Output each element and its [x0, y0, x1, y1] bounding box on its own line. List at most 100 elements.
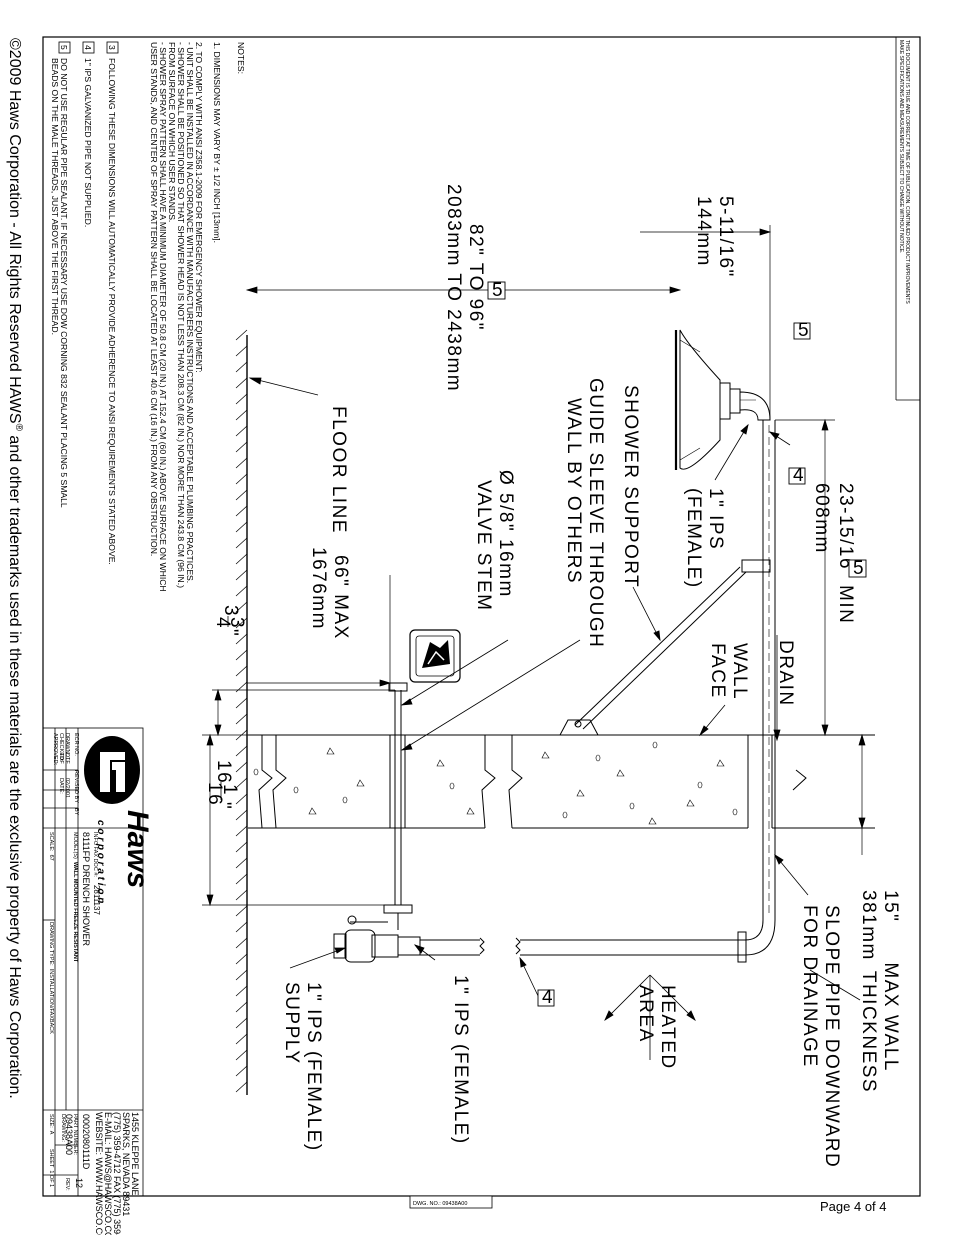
- brand-sub: c o r p o r a t i o n: [95, 820, 106, 903]
- svg-text:FROM SURFACE ON WHICH USER STA: FROM SURFACE ON WHICH USER STANDS.: [167, 42, 177, 222]
- dim-reach: 23-15/16" MIN 608mm: [811, 483, 856, 624]
- svg-text:DRAWING:: DRAWING:: [60, 1114, 66, 1142]
- svg-text:12: 12: [74, 1178, 84, 1188]
- dim-reach-note: 5: [848, 558, 867, 579]
- size-sheet: SIZE:A SHEET1 OF 1: [48, 1114, 54, 1187]
- svg-text:": ": [213, 802, 234, 810]
- title-block: [42, 727, 144, 1197]
- svg-text:8111FP DRENCH SHOWER: 8111FP DRENCH SHOWER: [81, 832, 91, 947]
- svg-text:INFO FAX DOC #:2811137: INFO FAX DOC #:2811137: [92, 832, 101, 915]
- svg-text:SPARKS, NEVADA 89431: SPARKS, NEVADA 89431: [121, 1112, 131, 1216]
- dimension-lines: [202, 225, 870, 907]
- svg-text:MODEL(S)WALL MOUNTED FREEZE RE: MODEL(S)WALL MOUNTED FREEZE RESISTANT: [72, 832, 78, 963]
- svg-text:HEATED: HEATED: [657, 985, 678, 1070]
- svg-text:WALL BY OTHERS: WALL BY OTHERS: [563, 398, 584, 584]
- svg-text:16: 16: [213, 760, 234, 784]
- svg-text:1. DIMENSIONS MAY VARY BY ± 1: 1. DIMENSIONS MAY VARY BY ± 1/2 INCH [13…: [212, 42, 222, 243]
- svg-text:FOLLOWING THESE DIMENSIONS WIL: FOLLOWING THESE DIMENSIONS WILL AUTOMATI…: [107, 58, 117, 565]
- disclaimer: THIS DOCUMENT IS TRUE AND CORRECT AT TIM…: [898, 40, 910, 304]
- haws-logo: [84, 736, 140, 804]
- svg-text:5: 5: [492, 280, 504, 301]
- svg-text:0002080111D: 0002080111D: [81, 1114, 91, 1170]
- svg-text:THIS DOCUMENT IS TRUE AND CORR: THIS DOCUMENT IS TRUE AND CORRECT AT TIM…: [904, 40, 910, 304]
- svg-text:4: 4: [83, 45, 93, 50]
- svg-text:23-15/16" MIN: 23-15/16" MIN: [835, 483, 856, 624]
- label-guide-sleeve: GUIDE SLEEVE THROUGH WALL BY OTHERS: [563, 378, 606, 648]
- svg-text:BEADS ON THE MALE THREADS, JUS: BEADS ON THE MALE THREADS, JUST ABOVE TH…: [50, 58, 60, 335]
- svg-text:DRAWN:: DRAWN:: [64, 733, 70, 756]
- svg-text:381mmTHICKNESS: 381mmTHICKNESS: [858, 890, 879, 1093]
- label-shower-support: SHOWER SUPPORT: [620, 385, 641, 588]
- svg-text:Haws: Haws: [121, 810, 154, 888]
- svg-text:3: 3: [226, 617, 247, 629]
- svg-text:©2009 Haws Corporation - All R: ©2009 Haws Corporation - All Rights Rese…: [6, 38, 24, 1099]
- notes-block: NOTES: 1. DIMENSIONS MAY VARY BY ± 1/2 I…: [50, 41, 246, 592]
- part-number: PART NUMBER: 0002080111D: [72, 1114, 91, 1170]
- leader-lines: [248, 377, 861, 1060]
- svg-text:16: 16: [204, 782, 225, 806]
- svg-text:NOTES:: NOTES:: [236, 42, 246, 74]
- svg-text:SIZE:A: SIZE:A: [48, 1114, 54, 1135]
- svg-text:SHOWER SUPPORT: SHOWER SUPPORT: [620, 385, 641, 588]
- svg-text:5-11/16": 5-11/16": [715, 196, 736, 278]
- dim-wall-thickness: 15"MAX WALL 381mmTHICKNESS: [858, 890, 901, 1093]
- svg-text:CHECKED:: CHECKED:: [58, 733, 64, 762]
- svg-text:- SHOWER SHALL BE POSITIONED S: - SHOWER SHALL BE POSITIONED SO THAT SHO…: [176, 42, 186, 588]
- svg-text:09438A00: 09438A00: [64, 1114, 74, 1155]
- svg-text:4: 4: [212, 617, 233, 629]
- svg-text:(775) 359-4712 FAX (775) 359: (775) 359-4712 FAX (775) 359-7424: [112, 1112, 122, 1235]
- wall-section: [248, 734, 875, 829]
- label-slope-pipe: SLOPE PIPE DOWNWARD FOR DRAINAGE: [799, 905, 842, 1168]
- dim-height-note: 5: [487, 280, 506, 301]
- svg-text:66" MAX: 66" MAX: [330, 555, 351, 640]
- svg-text:SHEET1 OF 1: SHEET1 OF 1: [48, 1149, 54, 1187]
- svg-text:SCALE:67: SCALE:67: [48, 832, 54, 861]
- svg-text:VALVE STEM: VALVE STEM: [473, 480, 494, 612]
- svg-text:E-MAIL: HAWS@HAWSCO.COM: E-MAIL: HAWS@HAWSCO.COM: [103, 1112, 113, 1235]
- svg-text:DWG. NO.: 09438A00: DWG. NO.: 09438A00: [413, 1201, 467, 1207]
- model-info: MODEL(S)WALL MOUNTED FREEZE RESISTANT 81…: [72, 832, 101, 963]
- scale-info: SCALE:67 DRAWING TYPE:INSTALLATION/FAXBA…: [48, 832, 54, 1034]
- svg-text:": ": [220, 629, 241, 637]
- svg-text:DRAIN: DRAIN: [775, 640, 796, 707]
- copyright-line: ©2009 Haws Corporation - All Rights Rese…: [6, 38, 24, 1099]
- label-ips-supply: 1" IPS (FEMALE) SUPPLY: [281, 982, 324, 1152]
- brand-name: Haws: [121, 810, 154, 888]
- shower-head: [674, 329, 771, 470]
- svg-text:WALL: WALL: [729, 643, 750, 700]
- svg-text:1455 KLEPPE LANE: 1455 KLEPPE LANE: [130, 1112, 140, 1196]
- svg-text:3: 3: [220, 605, 241, 617]
- svg-text:1: 1: [219, 784, 240, 796]
- svg-text:82" TO 96": 82" TO 96": [465, 224, 486, 331]
- svg-text:3: 3: [107, 45, 117, 50]
- svg-text:SUPPLY: SUPPLY: [281, 982, 302, 1065]
- svg-text:DTF: DTF: [64, 753, 70, 764]
- svg-text:FOR DRAINAGE: FOR DRAINAGE: [799, 905, 820, 1068]
- page-label: Page 4 of 4: [820, 1199, 887, 1214]
- svg-text:144mm: 144mm: [693, 196, 714, 267]
- svg-text:SLOPE PIPE DOWNWARD: SLOPE PIPE DOWNWARD: [821, 905, 842, 1168]
- rev-number: REV: 12: [64, 1178, 84, 1191]
- valve-stem: [333, 682, 421, 963]
- svg-text:USER STANDS, AND CENTER OF SPR: USER STANDS, AND CENTER OF SPRAY PATTERN…: [149, 42, 159, 556]
- svg-text:ECR NO.: ECR NO.: [73, 733, 79, 756]
- svg-text:02/2001: 02/2001: [64, 778, 70, 798]
- svg-text:FLOOR LINE: FLOOR LINE: [328, 406, 349, 534]
- svg-text:2083mm TO 2438mm: 2083mm TO 2438mm: [443, 184, 464, 392]
- dim-valve-height: 66" MAX 1676mm: [308, 547, 351, 640]
- valve-tag-icon: [409, 629, 461, 683]
- svg-text:1" IPS: 1" IPS: [705, 488, 726, 550]
- dim-valve-offset: 3 3 4 ": [212, 605, 247, 637]
- svg-text:1676mm: 1676mm: [308, 547, 329, 630]
- svg-text:Ø 5/8" 16mm: Ø 5/8" 16mm: [495, 470, 516, 598]
- svg-text:MAKE SPECIFICATIONS AND MEASUR: MAKE SPECIFICATIONS AND MEASUREMENTS SUB…: [898, 40, 904, 253]
- dim-height: 82" TO 96" 2083mm TO 2438mm: [443, 184, 486, 392]
- svg-text:4: 4: [793, 465, 805, 486]
- svg-text:AREA: AREA: [635, 985, 656, 1043]
- svg-text:APPROVED:: APPROVED:: [52, 733, 58, 766]
- svg-text:PART NUMBER:: PART NUMBER:: [72, 1114, 78, 1155]
- svg-text:15"MAX WALL: 15"MAX WALL: [880, 890, 901, 1072]
- svg-text:2. TO COMPLY WITH ANSI Z358.1: 2. TO COMPLY WITH ANSI Z358.1-2009 FOR E…: [194, 42, 204, 373]
- svg-text:DATE:: DATE:: [58, 778, 64, 794]
- svg-text:(FEMALE): (FEMALE): [683, 488, 704, 589]
